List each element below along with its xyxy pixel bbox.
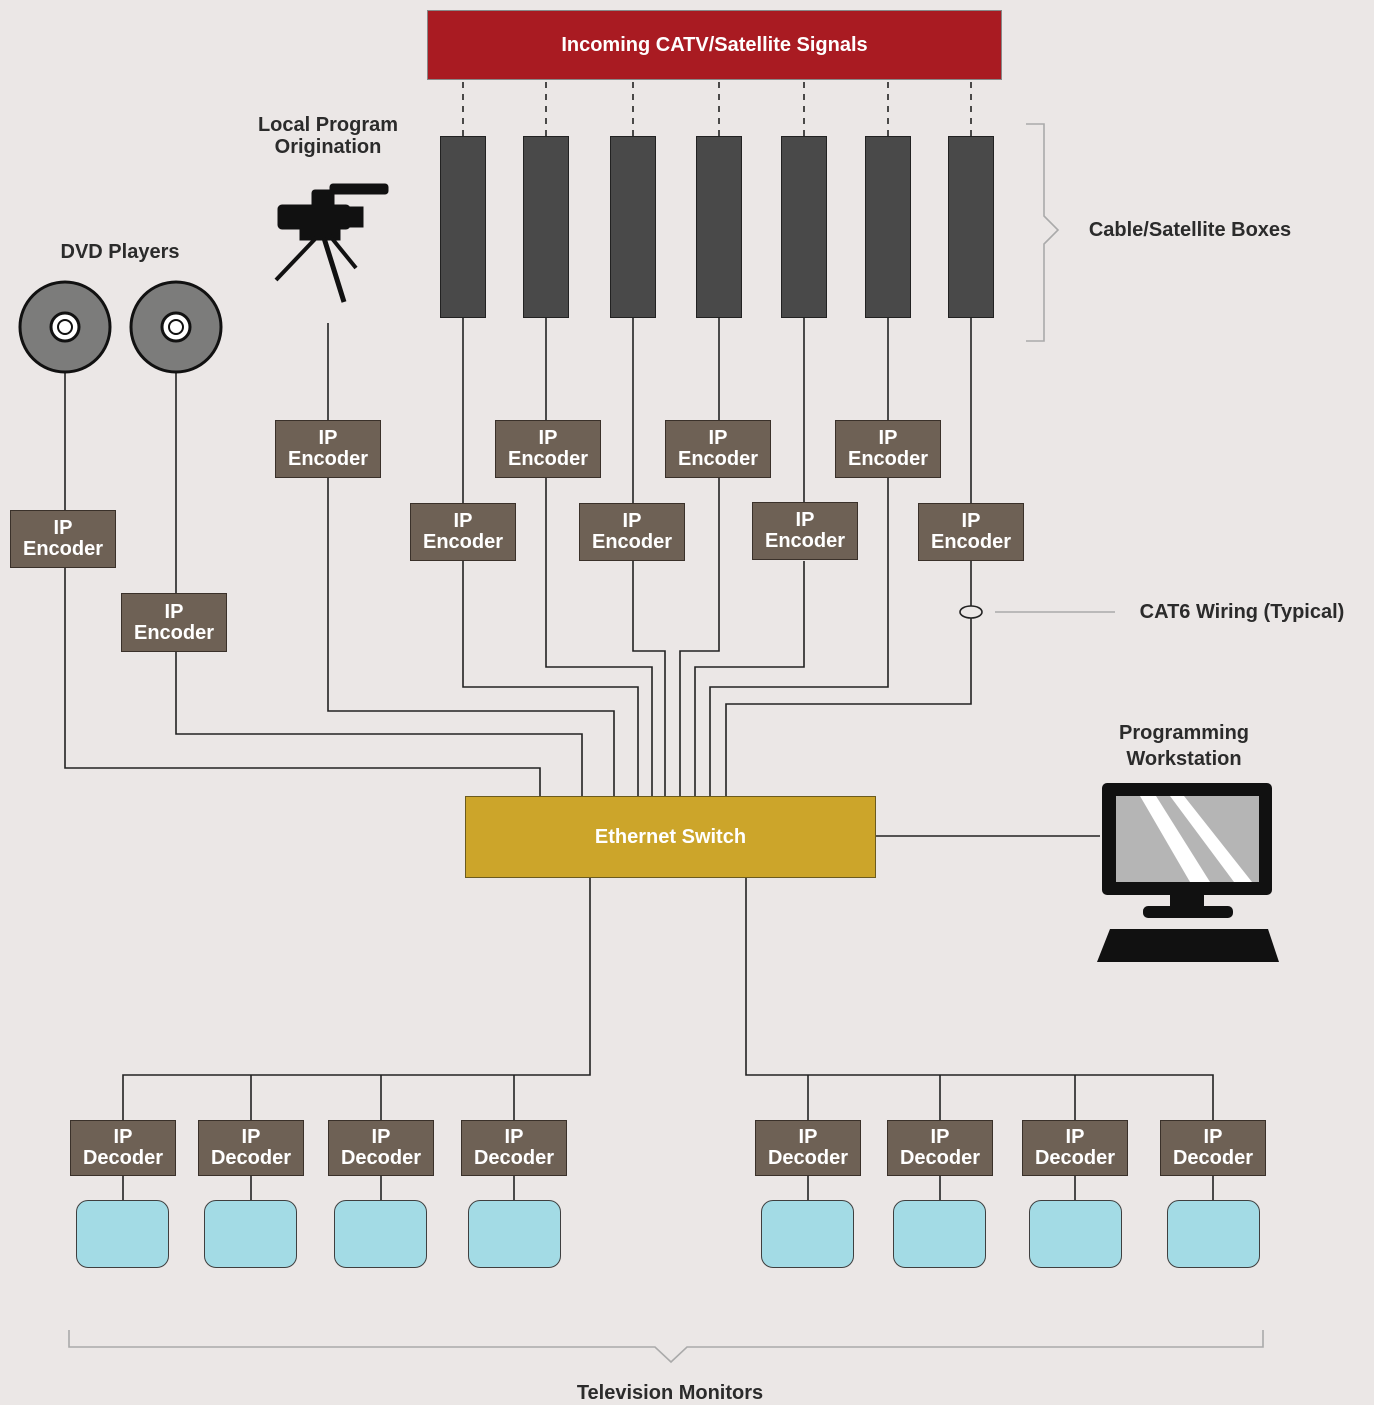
television-monitor bbox=[204, 1200, 297, 1268]
cat6-label: CAT6 Wiring (Typical) bbox=[1139, 601, 1345, 623]
dvd-players-label: DVD Players bbox=[60, 241, 180, 263]
video-camera-icon bbox=[274, 183, 389, 303]
television-monitor bbox=[468, 1200, 561, 1268]
ethernet-switch-label: Ethernet Switch bbox=[594, 825, 747, 848]
television-monitor bbox=[334, 1200, 427, 1268]
workstation-icon bbox=[1097, 783, 1279, 962]
incoming-signals-label: Incoming CATV/Satellite Signals bbox=[561, 33, 868, 56]
television-monitor bbox=[76, 1200, 169, 1268]
local-program-label: Local Program Origination bbox=[257, 114, 399, 158]
cable-box bbox=[696, 136, 742, 318]
cable-box bbox=[610, 136, 656, 318]
television-monitor bbox=[1029, 1200, 1122, 1268]
monitors-label: Television Monitors bbox=[576, 1382, 764, 1404]
workstation-label: Programming Workstation bbox=[1118, 722, 1250, 770]
television-monitor bbox=[1167, 1200, 1260, 1268]
cable-box bbox=[781, 136, 827, 318]
monitors-bracket bbox=[68, 1330, 1264, 1364]
cable-box bbox=[523, 136, 569, 318]
cable-boxes-label: Cable/Satellite Boxes bbox=[1088, 219, 1292, 241]
signal-feed-lines bbox=[462, 82, 972, 136]
incoming-signals-bar: Incoming CATV/Satellite Signals bbox=[427, 10, 1002, 80]
dvd-player-icon bbox=[129, 280, 223, 374]
boxes-bracket bbox=[1026, 123, 1060, 342]
cable-box bbox=[865, 136, 911, 318]
ethernet-switch: Ethernet Switch bbox=[465, 796, 876, 878]
cable-box bbox=[948, 136, 994, 318]
cable-box bbox=[440, 136, 486, 318]
television-monitor bbox=[893, 1200, 986, 1268]
dvd-player-icon bbox=[18, 280, 112, 374]
television-monitor bbox=[761, 1200, 854, 1268]
